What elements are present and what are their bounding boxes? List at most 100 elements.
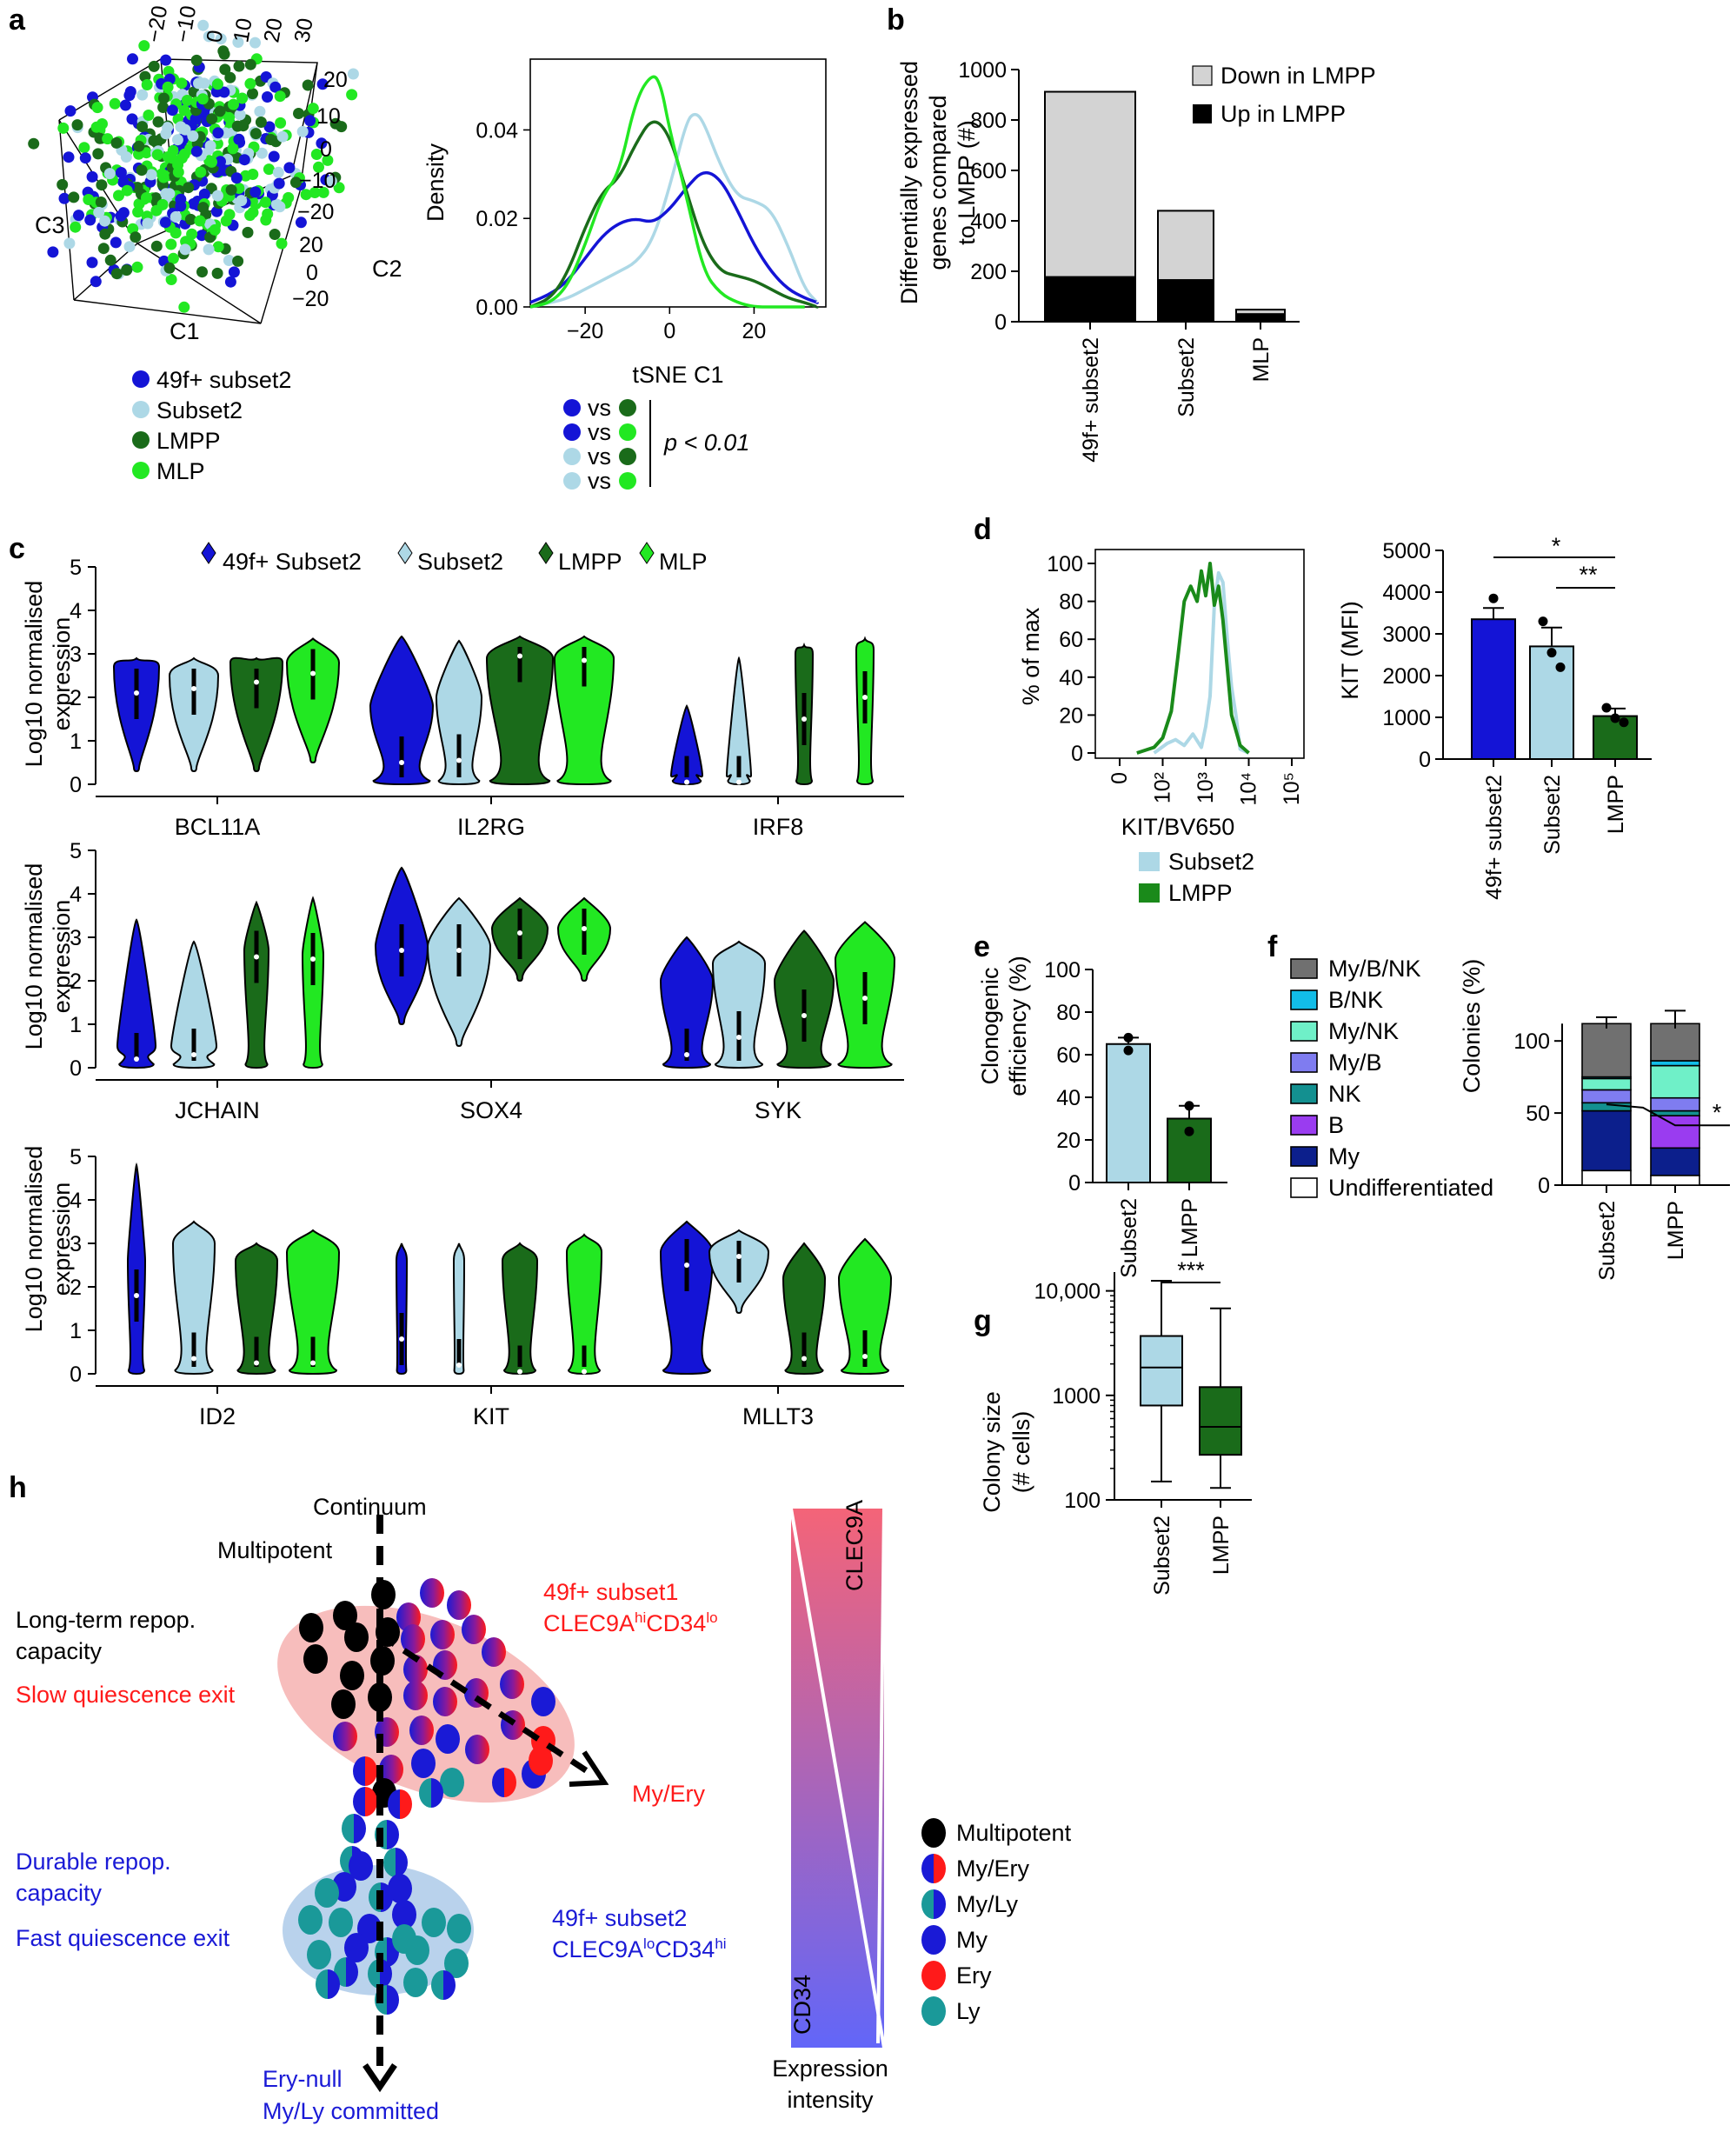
scatter-point bbox=[190, 54, 203, 66]
scatter-point bbox=[259, 197, 271, 209]
scatter-point bbox=[218, 48, 230, 60]
scatter-point bbox=[249, 186, 262, 198]
scatter-point bbox=[196, 266, 208, 278]
cell bbox=[315, 1878, 339, 1908]
violin bbox=[711, 940, 767, 1069]
scatter-point bbox=[211, 190, 223, 202]
scatter-point bbox=[90, 276, 102, 288]
y-tick-label: 80 bbox=[1056, 1001, 1081, 1025]
legend-cell bbox=[921, 1961, 946, 1990]
violin-median bbox=[801, 716, 807, 722]
vs-dot bbox=[619, 423, 636, 441]
violin-median bbox=[736, 1035, 742, 1040]
b-ylabel-line3: to LMPP (#) bbox=[954, 120, 980, 245]
scatter-point bbox=[156, 168, 168, 180]
scatter-point bbox=[130, 231, 142, 243]
scatter-point bbox=[79, 152, 91, 164]
y-tick-label: 3 bbox=[70, 926, 82, 950]
violin-median bbox=[254, 954, 259, 960]
x-tick-label: 0 bbox=[663, 319, 675, 343]
scatter-point bbox=[171, 134, 183, 146]
scatter-point bbox=[162, 81, 174, 93]
scatter-point bbox=[233, 60, 245, 72]
c2-tick: 20 bbox=[299, 233, 323, 257]
legend-swatch bbox=[1290, 1052, 1318, 1073]
cell bbox=[342, 1814, 366, 1843]
scatter-point bbox=[172, 166, 184, 178]
pvalue-text: p < 0.01 bbox=[663, 430, 749, 456]
y-tick-label: 4 bbox=[70, 883, 82, 907]
violin bbox=[395, 1243, 409, 1376]
scatter-point bbox=[179, 243, 191, 256]
scatter-point bbox=[143, 110, 155, 121]
violin-median bbox=[736, 1254, 742, 1259]
scatter-point bbox=[256, 147, 268, 159]
gradient-diagonal bbox=[876, 1508, 886, 2044]
scatter-point bbox=[178, 148, 190, 160]
cell bbox=[331, 1689, 356, 1719]
scatter-point bbox=[211, 78, 223, 90]
y-tick-label: 0 bbox=[70, 773, 82, 797]
scatter-point bbox=[255, 117, 267, 128]
legend-subset2: Subset2 bbox=[1168, 849, 1254, 875]
legend-dot-lmpp bbox=[132, 431, 150, 449]
violin-median bbox=[399, 948, 404, 953]
scatter-point bbox=[120, 151, 132, 163]
y-tick-label: 800 bbox=[970, 109, 1007, 133]
cube-edge bbox=[73, 299, 262, 324]
scatter-point bbox=[184, 213, 196, 225]
legend-cell bbox=[921, 1818, 946, 1848]
c3-tick: −10 bbox=[299, 169, 336, 193]
legend-violin-subset2 bbox=[397, 542, 413, 564]
legend-subset2: Subset2 bbox=[417, 549, 503, 575]
scatter-point bbox=[133, 140, 145, 152]
c2-tick: −20 bbox=[292, 287, 329, 311]
scatter-point bbox=[136, 89, 149, 101]
scatter-point bbox=[316, 137, 328, 150]
y-tick-label: 5 bbox=[70, 839, 82, 863]
vs-dot bbox=[563, 472, 581, 490]
scatter-point bbox=[224, 71, 236, 83]
violin-median bbox=[582, 926, 587, 931]
y-tick-label: 600 bbox=[970, 159, 1007, 183]
legend-label: Undifferentiated bbox=[1328, 1175, 1493, 1201]
violin-median bbox=[134, 1056, 139, 1062]
gene-label: BCL11A bbox=[175, 814, 261, 840]
scatter-point bbox=[234, 109, 246, 121]
y-tick-label: 4 bbox=[70, 1189, 82, 1213]
gradient-clec9a-label: CLEC9A bbox=[841, 1500, 868, 1591]
cube-edge bbox=[58, 119, 75, 301]
y-tick-label: 3 bbox=[70, 1232, 82, 1256]
cell bbox=[349, 1851, 373, 1881]
box bbox=[1140, 1335, 1183, 1407]
cell bbox=[430, 1620, 455, 1649]
scatter-point bbox=[230, 172, 243, 184]
violin-median bbox=[517, 1369, 522, 1375]
cell bbox=[420, 1578, 444, 1608]
scatter-point bbox=[228, 266, 240, 278]
legend-mlp: MLP bbox=[156, 458, 205, 484]
stacked-segment bbox=[1581, 1169, 1632, 1186]
y-tick-label: 60 bbox=[1056, 1043, 1081, 1068]
cell bbox=[379, 1755, 403, 1784]
x-tick-label: LMPP bbox=[1664, 1201, 1688, 1260]
x-tick-label: Subset2 bbox=[1595, 1201, 1620, 1281]
scatter-point bbox=[115, 210, 127, 222]
scatter-point bbox=[231, 120, 243, 132]
cell bbox=[403, 1968, 428, 1997]
x-tick-label: 10³ bbox=[1194, 772, 1218, 803]
y-tick-label: 1 bbox=[70, 730, 82, 754]
bar-down-in-lmpp bbox=[1044, 90, 1136, 278]
histogram-frame bbox=[1094, 549, 1305, 759]
c1-tick: 10 bbox=[229, 17, 256, 44]
myery-arrowhead bbox=[569, 1750, 609, 1787]
cube-edge bbox=[260, 190, 301, 324]
panel-c: c 49f+ Subset2 Subset2 LMPP MLP 012345BC… bbox=[9, 532, 904, 1429]
panel-g-label: g bbox=[974, 1304, 992, 1337]
scatter-point bbox=[346, 89, 358, 101]
y-tick-label: 3 bbox=[70, 643, 82, 667]
myly-label: My/Ly committed bbox=[263, 2098, 439, 2124]
y-tick-label: 1000 bbox=[1382, 706, 1431, 730]
gradient-split-line bbox=[789, 1508, 886, 2049]
